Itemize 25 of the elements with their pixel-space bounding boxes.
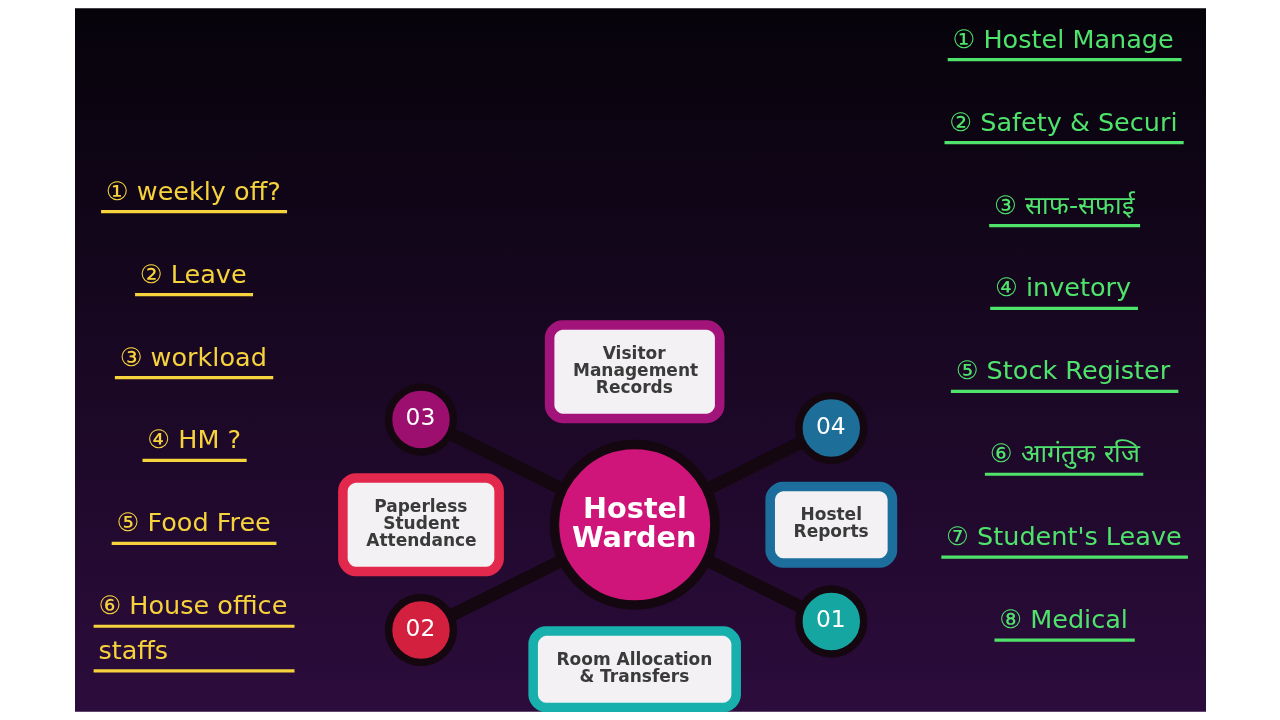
label: ⑥ आगंतुक रजि <box>989 438 1140 469</box>
label: ① Hostel Manage <box>951 23 1174 54</box>
label: ③ साफ-सफाई <box>993 189 1135 220</box>
label: ③ workload <box>119 341 267 372</box>
node-circle: 01 <box>794 585 867 658</box>
node-box: Visitor Management Records <box>544 320 724 424</box>
label: ② Leave <box>139 258 247 289</box>
node-circle: 02 <box>384 593 457 667</box>
label: ② Safety & Securi <box>948 106 1178 137</box>
connector <box>447 428 565 496</box>
label: ⑦ Student's Leave <box>945 521 1182 552</box>
label: ④ HM ? <box>146 424 241 455</box>
node-box: Room Allocation & Transfers <box>527 626 741 712</box>
label: ⑥ House office staffs <box>97 590 287 665</box>
label: ⑧ Medical <box>998 604 1128 635</box>
label: ① weekly off? <box>105 175 281 206</box>
label: ⑤ Stock Register <box>955 355 1170 386</box>
label: ④ invetory <box>994 272 1131 303</box>
node-circle: 04 <box>794 391 867 465</box>
node-circle: 03 <box>384 383 457 456</box>
node-circle: Hostel Warden <box>549 439 720 610</box>
node-box: Hostel Reports <box>764 481 897 568</box>
connector <box>447 554 565 622</box>
node-box: Paperless Student Attendance <box>337 473 504 577</box>
label: ⑤ Food Free <box>115 507 271 538</box>
